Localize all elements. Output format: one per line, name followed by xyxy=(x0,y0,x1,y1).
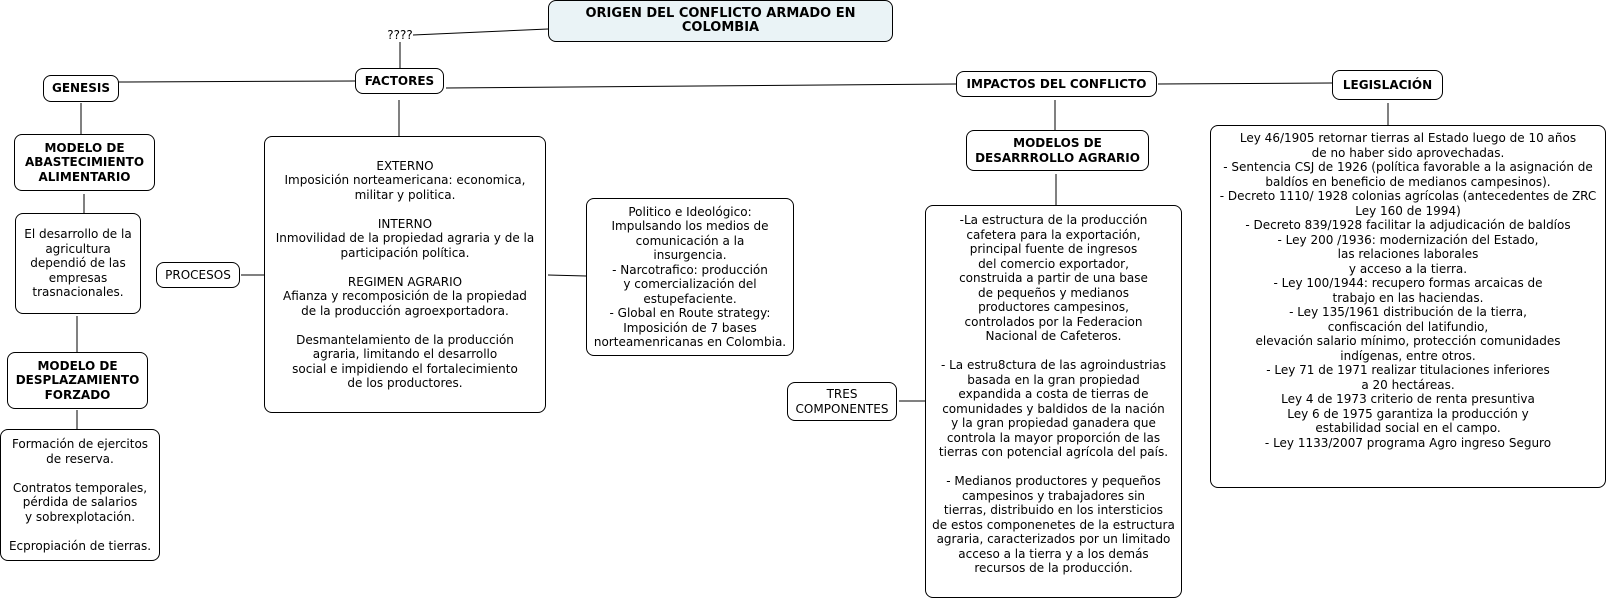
formacion-node: Formación de ejercitos de reserva. Contr… xyxy=(0,429,160,561)
genesis-node: GENESIS xyxy=(43,75,119,102)
modelos-desarrollo-node: MODELOS DE DESARRROLLO AGRARIO xyxy=(966,130,1149,171)
leyes-node: Ley 46/1905 retornar tierras al Estado l… xyxy=(1210,125,1606,488)
impactos-node: IMPACTOS DEL CONFLICTO xyxy=(956,71,1157,97)
main-title-node: ORIGEN DEL CONFLICTO ARMADO EN COLOMBIA xyxy=(548,0,893,42)
modelo-abastecimiento-node: MODELO DE ABASTECIMIENTO ALIMENTARIO xyxy=(14,134,155,191)
factores-node: FACTORES xyxy=(355,68,444,94)
tres-componentes-node: TRES COMPONENTES xyxy=(787,382,897,421)
desarrollo-agricultura-node: El desarrollo de la agricultura dependió… xyxy=(15,213,141,314)
question-label: ???? xyxy=(387,28,413,42)
politico-node: Politico e Ideológico: Impulsando los me… xyxy=(586,198,794,356)
legislacion-node: LEGISLACIÓN xyxy=(1332,70,1443,100)
modelo-desplazamiento-node: MODELO DE DESPLAZAMIENTO FORZADO xyxy=(7,352,148,409)
procesos-node: PROCESOS xyxy=(156,262,240,288)
estructura-node: -La estructura de la producción cafetera… xyxy=(925,205,1182,598)
factores-detalle-node: EXTERNO Imposición norteamericana: econo… xyxy=(264,136,546,413)
